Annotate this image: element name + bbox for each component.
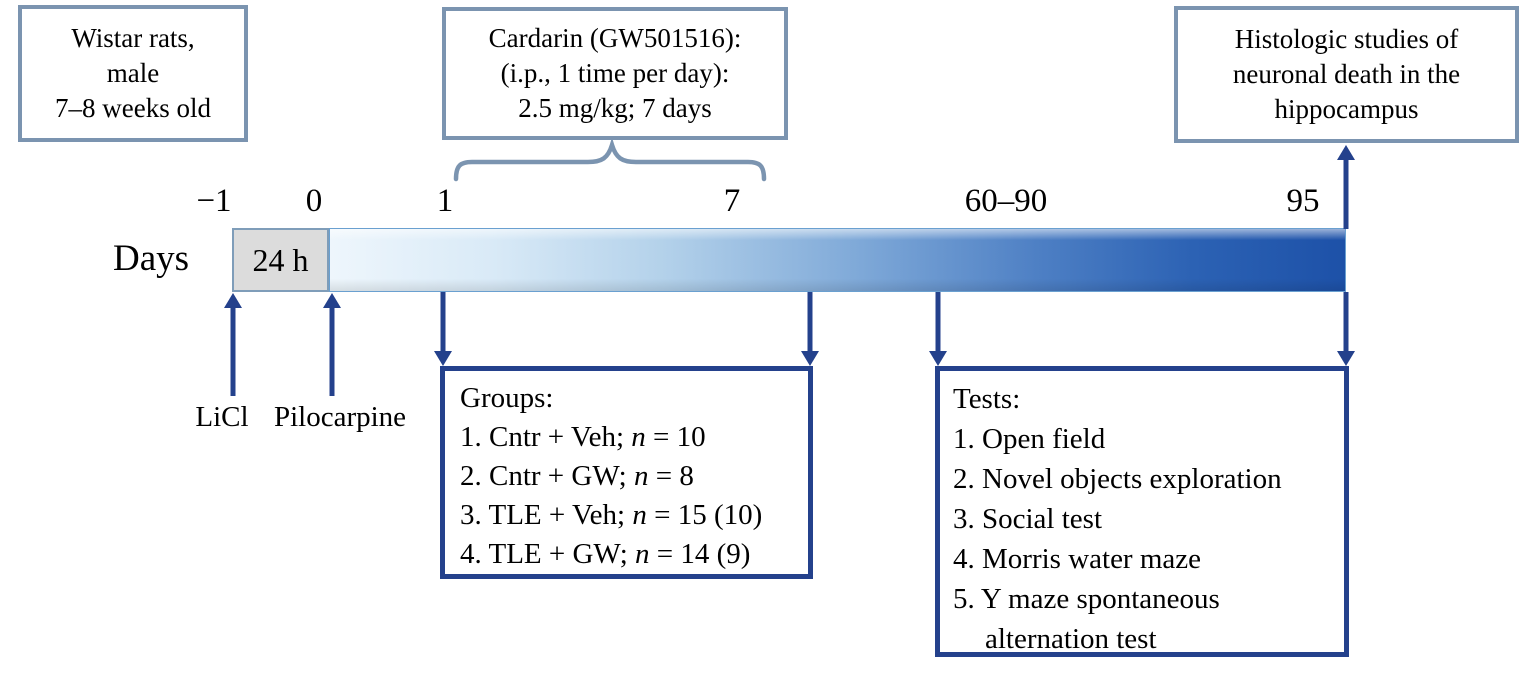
licl-label: LiCl: [195, 401, 249, 433]
group-item: 1. Cntr + Veh; n = 10: [460, 418, 808, 457]
test-item-continuation: alternation test: [985, 623, 1157, 655]
arrow-line: [329, 306, 335, 396]
test-item: 5. Y maze spontaneous: [953, 583, 1220, 615]
tests-title: Tests:: [953, 383, 1021, 415]
subjects-line: male: [106, 58, 160, 88]
subjects-line: 7–8 weeks old: [55, 93, 211, 123]
group-n-symbol: n: [633, 460, 649, 492]
arrow-line: [935, 292, 941, 353]
arrowhead: [801, 351, 819, 366]
group-item-text: 2. Cntr + GW;: [460, 460, 634, 492]
group-item-text: 1. Cntr + Veh;: [460, 421, 632, 453]
test-item: 3. Social test: [953, 503, 1103, 535]
timeline-gradient-bar: [329, 228, 1346, 292]
test-item: 1. Open field: [953, 423, 1106, 455]
subjects-line: Wistar rats,: [71, 23, 195, 53]
groups-left-down-arrow-icon: [434, 292, 452, 366]
day-tick-95: 95: [1286, 183, 1320, 219]
group-n-symbol: n: [635, 538, 650, 570]
pilocarpine-label: Pilocarpine: [273, 401, 407, 433]
licl-up-arrow-icon: [224, 293, 242, 396]
arrow-line: [1343, 292, 1349, 353]
day-tick-60-90: 60–90: [964, 183, 1048, 219]
treatment-line: (i.p., 1 time per day):: [500, 58, 730, 88]
group-item-count: = 15 (10): [646, 499, 763, 531]
groups-box: Groups: 1. Cntr + Veh; n = 10 2. Cntr + …: [440, 366, 813, 579]
treatment-line: Cardarin (GW501516):: [488, 23, 742, 53]
arrowhead: [929, 351, 947, 366]
group-item-count: = 10: [645, 421, 706, 453]
tests-left-down-arrow-icon: [929, 292, 947, 366]
group-item-count: = 8: [648, 460, 694, 492]
groups-title: Groups:: [460, 382, 554, 414]
treatment-line: 2.5 mg/kg; 7 days: [518, 93, 712, 123]
group-item-count: = 14 (9): [649, 538, 751, 570]
pilocarpine-up-arrow-icon: [323, 293, 341, 396]
treatment-box: Cardarin (GW501516): (i.p., 1 time per d…: [442, 7, 788, 140]
subjects-box: Wistar rats, male 7–8 weeks old: [18, 5, 248, 142]
group-item: 2. Cntr + GW; n = 8: [460, 457, 808, 496]
arrow-line: [440, 292, 446, 353]
test-item: 2. Novel objects exploration: [953, 463, 1282, 495]
day-tick-7: 7: [723, 183, 741, 219]
histology-up-arrow-icon: [1337, 145, 1355, 229]
timeline-24h-segment: 24 h: [232, 228, 329, 292]
groups-right-down-arrow-icon: [801, 292, 819, 366]
arrowhead: [434, 351, 452, 366]
arrowhead: [224, 293, 242, 308]
histology-box: Histologic studies of neuronal death in …: [1174, 6, 1519, 143]
day-tick-0: 0: [305, 183, 323, 219]
group-item: 3. TLE + Veh; n = 15 (10): [460, 496, 808, 535]
arrowhead: [1337, 351, 1355, 366]
test-item: 4. Morris water maze: [953, 543, 1202, 575]
arrow-line: [1343, 158, 1349, 229]
group-item-text: 3. TLE + Veh;: [460, 499, 633, 531]
arrow-line: [230, 306, 236, 396]
group-item-text: 4. TLE + GW;: [460, 538, 636, 570]
group-n-symbol: n: [632, 499, 647, 531]
histology-line: neuronal death in the: [1232, 59, 1461, 89]
arrowhead: [1337, 145, 1355, 160]
histology-line: hippocampus: [1274, 94, 1419, 124]
group-item: 4. TLE + GW; n = 14 (9): [460, 535, 808, 574]
tests-box: Tests: 1. Open field 2. Novel objects ex…: [935, 366, 1349, 657]
days-axis-label: Days: [113, 238, 190, 279]
arrow-line: [807, 292, 813, 353]
histology-line: Histologic studies of: [1234, 24, 1459, 54]
arrowhead: [323, 293, 341, 308]
day-tick-1: 1: [436, 183, 454, 219]
group-n-symbol: n: [631, 421, 646, 453]
tests-right-down-arrow-icon: [1337, 292, 1355, 366]
day-tick-minus1: −1: [196, 183, 232, 219]
treatment-duration-brace-icon: [453, 140, 767, 182]
